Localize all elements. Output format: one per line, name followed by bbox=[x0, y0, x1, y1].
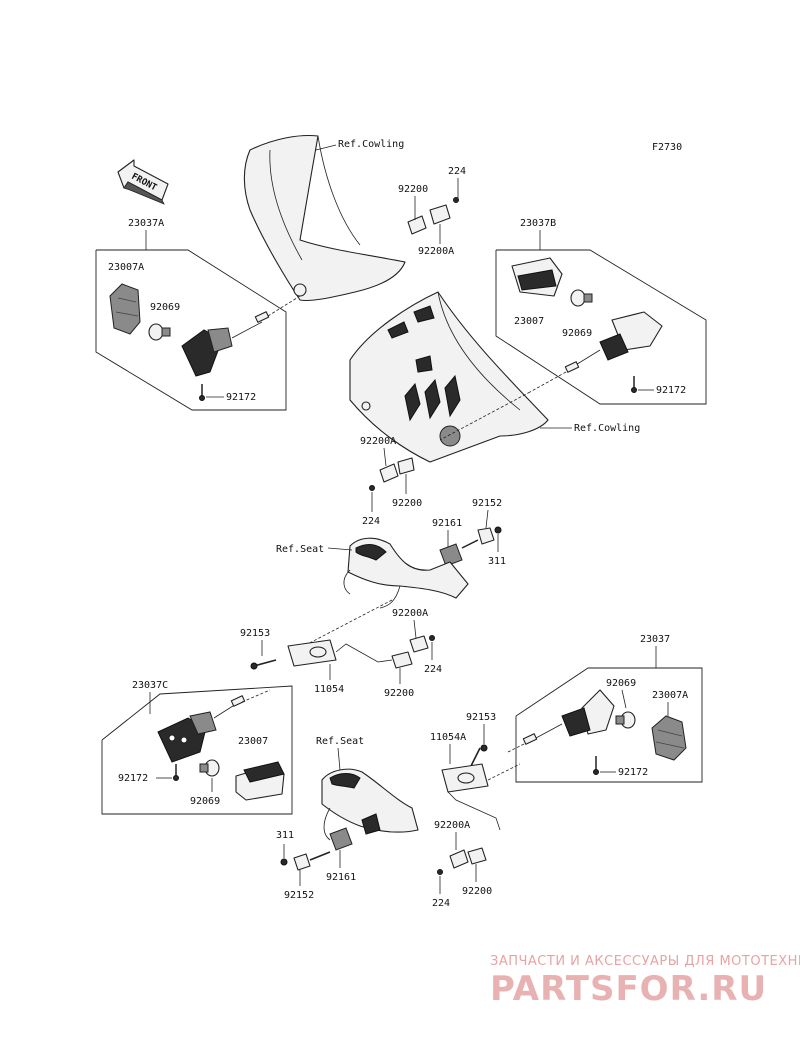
label-11054A: 11054A bbox=[430, 732, 466, 743]
label-92200A-top: 92200A bbox=[418, 246, 454, 257]
lens-23007A-rear-right bbox=[651, 715, 687, 761]
screw-92172-front-right bbox=[631, 376, 637, 393]
damper-92161-upper bbox=[439, 543, 463, 567]
seat-bracket-upper bbox=[343, 537, 469, 609]
lens-23007-front-right bbox=[511, 257, 563, 297]
label-23037C: 23037C bbox=[132, 680, 168, 691]
screw-92172-front bbox=[199, 384, 205, 401]
bulb-92069-front-right bbox=[570, 289, 593, 307]
screw-92172-rear-right bbox=[593, 756, 599, 775]
label-311-lower: 311 bbox=[276, 830, 294, 841]
label-92200-top: 92200 bbox=[398, 184, 428, 195]
label-92200-right-rear: 92200 bbox=[462, 886, 492, 897]
label-23007A-rear-right: 23007A bbox=[652, 690, 688, 701]
turn-signal-housing-front-left bbox=[181, 311, 270, 377]
label-92069-front-right: 92069 bbox=[562, 328, 592, 339]
label-92200A-mid: 92200A bbox=[360, 436, 396, 447]
label-92069-rear-left: 92069 bbox=[190, 796, 220, 807]
label-23007-front-right: 23007 bbox=[514, 316, 544, 327]
label-23037A: 23037A bbox=[128, 218, 164, 229]
ref-cowling-mid: Ref.Cowling bbox=[574, 423, 640, 434]
label-92172-rear-right: 92172 bbox=[618, 767, 648, 778]
label-92153-left: 92153 bbox=[240, 628, 270, 639]
label-224-right-rear: 224 bbox=[432, 898, 450, 909]
bracket-11054A bbox=[441, 763, 489, 793]
ref-seat-lower: Ref.Seat bbox=[316, 736, 364, 747]
label-92200-left-rear: 92200 bbox=[384, 688, 414, 699]
damper-92161-lower bbox=[329, 827, 353, 851]
nut-311-upper bbox=[494, 526, 502, 534]
label-92200A-right-rear: 92200A bbox=[434, 820, 470, 831]
label-92200-mid: 92200 bbox=[392, 498, 422, 509]
label-23037: 23037 bbox=[640, 634, 670, 645]
lens-23007-rear-left bbox=[235, 761, 285, 801]
label-92152-upper: 92152 bbox=[472, 498, 502, 509]
turn-signal-housing-rear-right bbox=[522, 689, 615, 745]
bolt-92152-upper bbox=[461, 527, 495, 549]
clip-nut-92200-right-rear bbox=[437, 847, 487, 875]
figure-code: F2730 bbox=[652, 142, 682, 153]
label-92200A-left-rear: 92200A bbox=[392, 608, 428, 619]
label-92153-right: 92153 bbox=[466, 712, 496, 723]
label-92069-rear-right: 92069 bbox=[606, 678, 636, 689]
label-23037B: 23037B bbox=[520, 218, 556, 229]
label-92161-upper: 92161 bbox=[432, 518, 462, 529]
ref-seat-upper: Ref.Seat bbox=[276, 544, 324, 555]
label-23007A-front: 23007A bbox=[108, 262, 144, 273]
screw-92172-rear-left bbox=[173, 764, 179, 781]
label-92172-front-right: 92172 bbox=[656, 385, 686, 396]
bolt-92152-lower bbox=[293, 851, 331, 871]
upper-cowling bbox=[243, 135, 406, 302]
clip-nut-92200-mid bbox=[369, 457, 415, 491]
label-311-upper: 311 bbox=[488, 556, 506, 567]
label-92152-lower: 92152 bbox=[284, 890, 314, 901]
bolt-92153-left bbox=[250, 659, 277, 670]
label-92069-front: 92069 bbox=[150, 302, 180, 313]
turn-signal-housing-rear-left bbox=[157, 695, 246, 763]
turn-signal-housing-front-right bbox=[564, 311, 663, 373]
bulb-92069-rear-right bbox=[615, 711, 636, 729]
seat-bracket-lower bbox=[321, 768, 419, 841]
label-92172-front: 92172 bbox=[226, 392, 256, 403]
label-11054: 11054 bbox=[314, 684, 344, 695]
lens-23007A-front bbox=[109, 283, 141, 335]
label-23007-rear-left: 23007 bbox=[238, 736, 268, 747]
label-224-mid: 224 bbox=[362, 516, 380, 527]
watermark-tagline: ЗАПЧАСТИ И АКСЕССУАРЫ ДЛЯ МОТОТЕХНИКИ bbox=[490, 954, 800, 969]
watermark-logo: PARTSFOR.RU bbox=[490, 969, 767, 1009]
bolt-92153-right bbox=[469, 744, 488, 769]
bulb-92069-rear-left bbox=[199, 759, 220, 777]
clip-nut-92200-left-rear bbox=[391, 635, 435, 669]
nut-311-lower bbox=[280, 858, 288, 866]
label-224-left-rear: 224 bbox=[424, 664, 442, 675]
label-92161-lower: 92161 bbox=[326, 872, 356, 883]
label-224-top: 224 bbox=[448, 166, 466, 177]
middle-cowling bbox=[349, 291, 549, 463]
front-arrow-icon: FRONT bbox=[117, 159, 169, 205]
bracket-11054 bbox=[287, 639, 337, 667]
ref-cowling-top: Ref.Cowling bbox=[338, 139, 404, 150]
bulb-92069-front bbox=[148, 323, 171, 341]
clip-nut-92200-top bbox=[407, 197, 459, 235]
label-92172-rear-left: 92172 bbox=[118, 773, 148, 784]
